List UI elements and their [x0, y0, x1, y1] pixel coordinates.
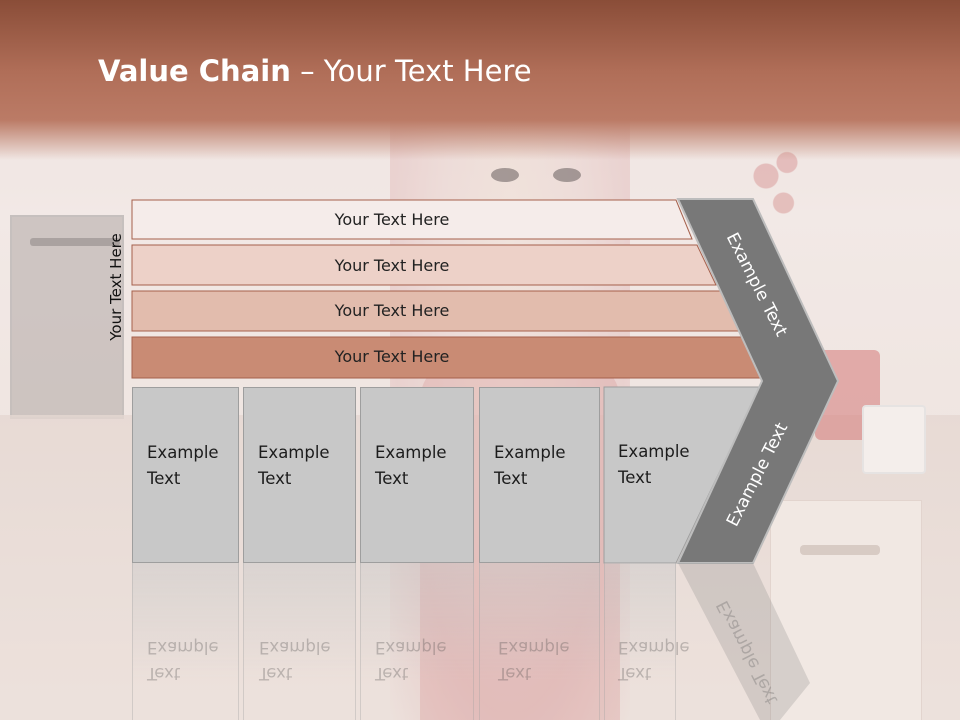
- white-mug: [862, 405, 926, 474]
- title-rest: – Your Text Here: [290, 54, 532, 88]
- box-text-line1: Example: [147, 443, 219, 462]
- box-reflection: [360, 563, 474, 720]
- row-label: Your Text Here: [334, 255, 450, 275]
- activity-box: Example Text: [132, 387, 239, 563]
- box-text-line2: Text: [258, 469, 292, 488]
- box-text-line2: Text: [375, 469, 409, 488]
- activity-box: Example Text: [479, 387, 600, 563]
- row-label: Your Text Here: [334, 209, 450, 229]
- cabinet-handle: [800, 545, 880, 555]
- box-text-line1: Example: [375, 443, 447, 462]
- value-row: Your Text Here: [132, 200, 692, 238]
- oven: [10, 215, 124, 419]
- slide-title: Value Chain – Your Text Here: [98, 54, 532, 88]
- box-reflection: [132, 563, 239, 720]
- row-label: Your Text Here: [334, 300, 450, 320]
- value-row: Your Text Here: [132, 291, 692, 329]
- cabinet: [770, 500, 922, 720]
- value-row: Your Text Here: [132, 246, 692, 284]
- box-text-line2: Text: [618, 468, 652, 487]
- box-reflection: [479, 563, 600, 720]
- title-bold: Value Chain: [98, 54, 291, 88]
- activity-box: Example Text: [360, 387, 474, 563]
- activity-box: Example Text: [243, 387, 356, 563]
- box-text-line1: Example: [258, 443, 330, 462]
- box-reflection: [243, 563, 356, 720]
- box-text-line2: Text: [494, 469, 528, 488]
- side-label-text: Your Text Here: [107, 233, 125, 341]
- row-label: Your Text Here: [334, 346, 450, 366]
- oven-handle: [30, 238, 120, 246]
- box-text-line1: Example: [618, 442, 690, 461]
- box-text-line1: Example: [494, 443, 566, 462]
- box-reflection: [604, 563, 676, 720]
- eyes: [483, 160, 593, 190]
- value-row: Your Text Here: [132, 337, 692, 375]
- header-band: [0, 0, 960, 160]
- activity-box: Example Text: [604, 387, 704, 563]
- box-text-line2: Text: [147, 469, 181, 488]
